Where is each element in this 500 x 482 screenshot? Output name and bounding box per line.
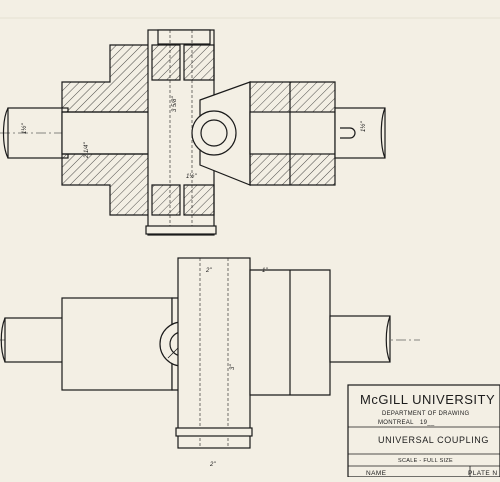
title-block: McGILL UNIVERSITY DEPARTMENT OF DRAWING …: [347, 384, 500, 478]
svg-text:3": 3": [230, 364, 236, 370]
svg-text:2 1/4": 2 1/4": [84, 142, 90, 159]
svg-text:1½": 1½": [186, 173, 197, 180]
svg-text:1": 1": [262, 268, 268, 274]
svg-text:1½": 1½": [21, 123, 28, 134]
university-name: McGILL UNIVERSITY: [360, 392, 495, 407]
svg-text:2": 2": [205, 268, 212, 274]
top-view-section: [0, 29, 386, 236]
bottom-view: [0, 257, 420, 449]
drawing-title: UNIVERSAL COUPLING: [378, 435, 489, 445]
city-name: MONTREAL: [378, 420, 414, 426]
date-blank: 19__: [420, 420, 435, 426]
plate-label: PLATE N: [468, 470, 497, 477]
scale-note: SCALE - FULL SIZE: [398, 458, 453, 464]
svg-text:3 5/8": 3 5/8": [172, 96, 178, 112]
svg-text:1½": 1½": [360, 121, 367, 132]
department-name: DEPARTMENT OF DRAWING: [382, 411, 469, 417]
svg-text:2": 2": [209, 462, 216, 468]
name-label: NAME: [366, 470, 387, 477]
dimension-annotations: 1½" 2 1/4" 3 5/8" 1½" 1½" 2" 1" 3" 2": [21, 96, 367, 468]
